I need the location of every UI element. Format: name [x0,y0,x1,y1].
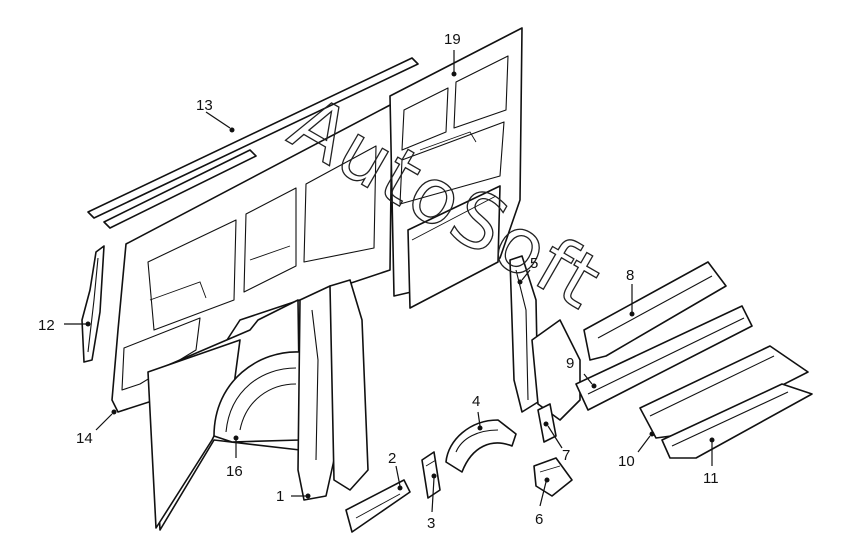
callout-13: 13 [196,97,213,114]
part-rear-floor-rail [583,261,727,361]
leader-lines [64,50,715,513]
callout-12: 12 [38,317,55,334]
callout-2: 2 [388,450,396,467]
part-rear-inner-panel [407,185,501,309]
part-curved-bracket [445,419,517,473]
part-side-frame [111,103,393,413]
part-front-pillar-trim [81,245,105,363]
callout-5: 5 [530,255,538,272]
callout-11: 11 [703,470,719,487]
callout-10: 10 [618,453,635,470]
part-floor-bracket [533,457,573,497]
callout-8: 8 [626,267,634,284]
part-sill-bracket [345,479,411,533]
part-roof-rail [87,57,419,229]
callout-1: 1 [276,488,284,505]
callout-4: 4 [472,393,480,410]
part-rear-pillar [509,255,581,421]
callout-3: 3 [427,515,435,532]
part-sill-rail [575,305,753,411]
part-small-bracket-3 [421,451,441,499]
callout-6: 6 [535,511,543,528]
callout-16: 16 [226,463,243,480]
callout-labels: 1 2 3 4 5 6 7 8 9 10 11 12 13 14 16 19 [38,31,719,532]
part-floor-channel-11 [661,383,813,459]
part-b-pillar [297,279,369,501]
callout-9: 9 [566,355,574,372]
callout-19: 19 [444,31,461,48]
callout-14: 14 [76,430,93,447]
callout-7: 7 [562,447,570,464]
